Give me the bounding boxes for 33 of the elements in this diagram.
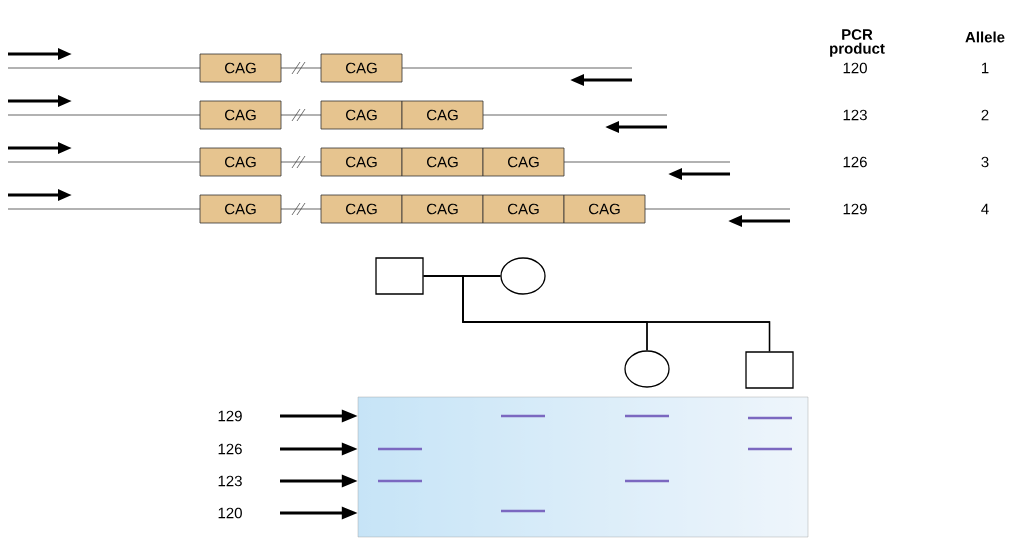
size-label: 120 bbox=[218, 507, 242, 519]
size-label: 123 bbox=[218, 475, 242, 487]
repeat-box: CAG bbox=[401, 147, 484, 177]
size-label: 129 bbox=[218, 410, 242, 422]
table-value: 3 bbox=[981, 156, 989, 168]
table-value: 126 bbox=[843, 156, 867, 168]
repeat-box: CAG bbox=[563, 194, 646, 224]
table-value: 129 bbox=[843, 203, 867, 215]
table-value: 123 bbox=[843, 109, 867, 121]
table-value: 4 bbox=[981, 203, 989, 215]
repeat-box: CAG bbox=[482, 147, 565, 177]
repeat-box: CAG bbox=[320, 53, 403, 83]
table-value: 1 bbox=[982, 62, 989, 74]
circle-symbol bbox=[624, 350, 670, 388]
repeat-box: CAG bbox=[320, 194, 403, 224]
table-value: 2 bbox=[981, 109, 989, 121]
gel-drawing bbox=[357, 396, 809, 538]
table-value: 120 bbox=[843, 62, 867, 74]
square-symbol bbox=[375, 257, 424, 295]
repeat-box: CAG bbox=[482, 194, 565, 224]
repeat-box: CAG bbox=[320, 147, 403, 177]
column-header: PCR product bbox=[830, 29, 885, 57]
square-symbol bbox=[745, 351, 794, 389]
repeat-box: CAG bbox=[199, 147, 282, 177]
size-label: 126 bbox=[218, 443, 242, 455]
repeat-box: CAG bbox=[320, 100, 403, 130]
repeat-box: CAG bbox=[199, 100, 282, 130]
repeat-box: CAG bbox=[199, 53, 282, 83]
repeat-box: CAG bbox=[401, 100, 484, 130]
repeat-box: CAG bbox=[401, 194, 484, 224]
repeat-box: CAG bbox=[199, 194, 282, 224]
column-header: Allele bbox=[965, 31, 1005, 43]
circle-symbol bbox=[500, 257, 546, 295]
